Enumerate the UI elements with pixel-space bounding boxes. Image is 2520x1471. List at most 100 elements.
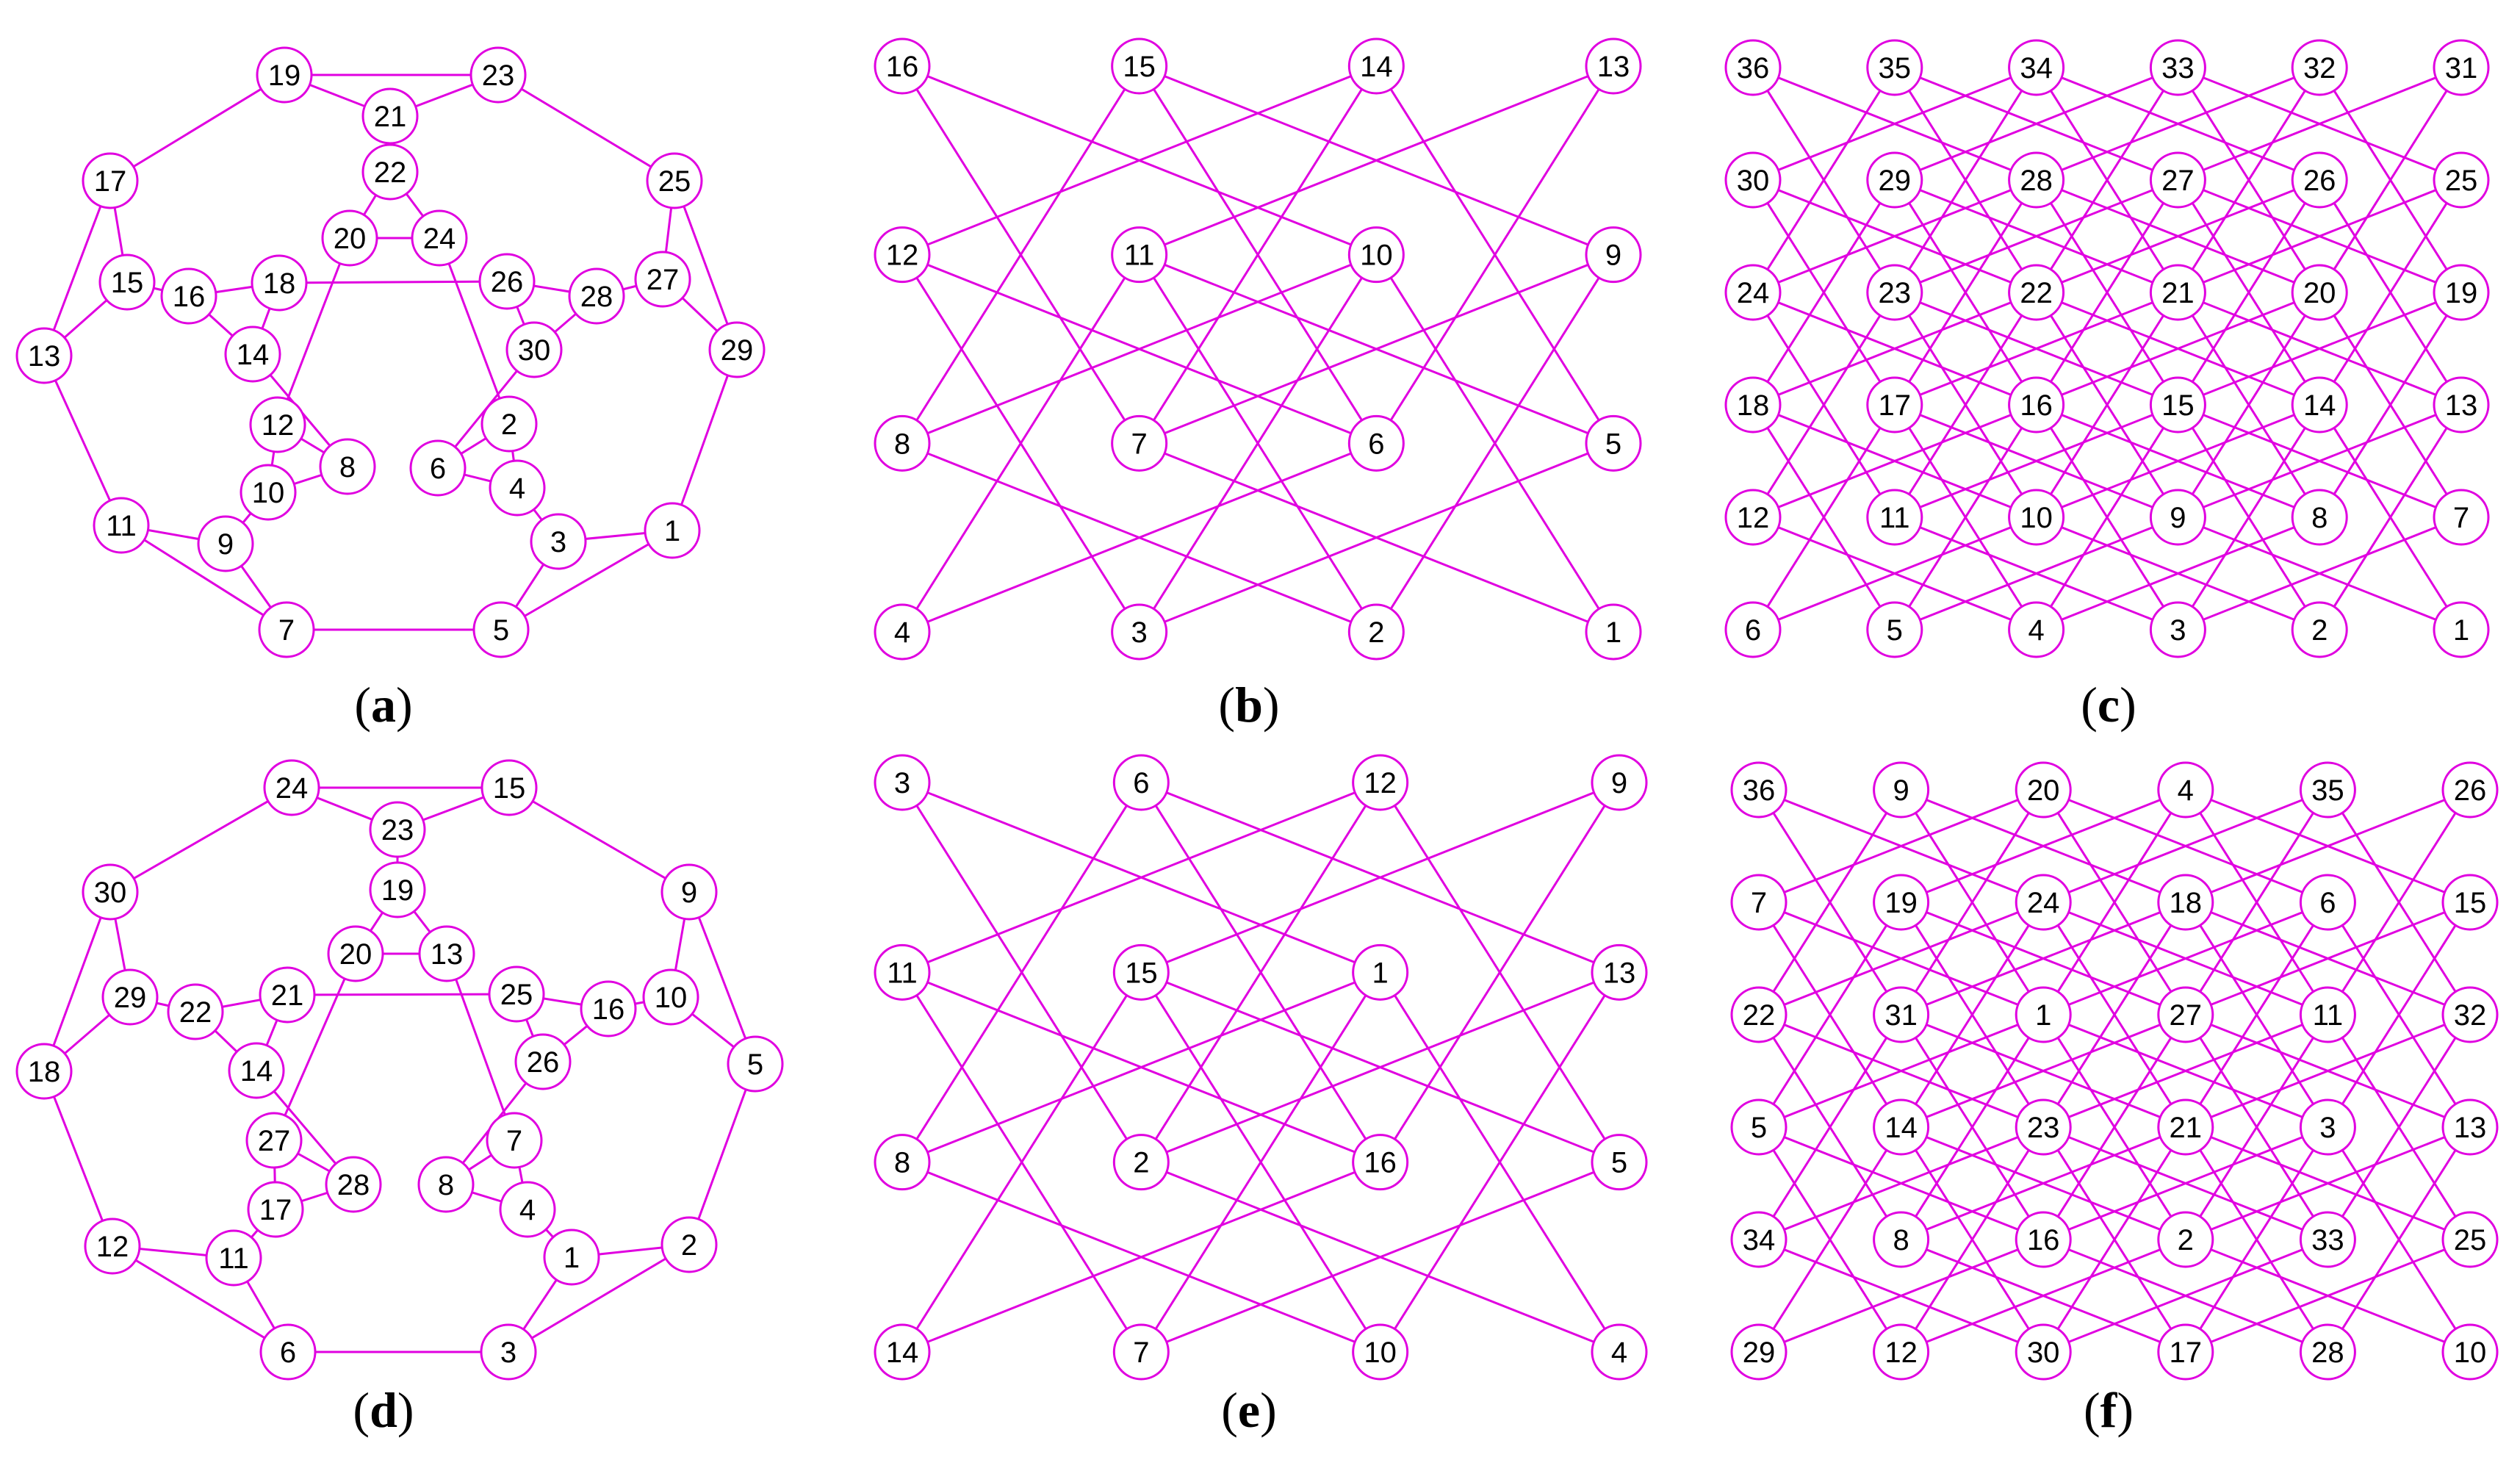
node-circle xyxy=(2291,39,2348,96)
edge-13-11 xyxy=(1139,65,1614,256)
node-20: 20 xyxy=(321,209,378,267)
node-4: 4 xyxy=(2157,761,2214,819)
node-28: 28 xyxy=(2008,151,2065,209)
edge-21-30 xyxy=(2042,1126,2187,1353)
node-label: 36 xyxy=(1737,52,1770,84)
node-label: 12 xyxy=(1364,767,1397,799)
node-label: 17 xyxy=(259,1194,292,1226)
node-label: 24 xyxy=(276,772,309,805)
node-label: 19 xyxy=(268,60,301,92)
edge-29-1 xyxy=(671,349,738,531)
node-circle xyxy=(1591,754,1648,811)
edge-28-24 xyxy=(1752,179,2037,294)
node-15: 15 xyxy=(2149,376,2206,434)
node-circle xyxy=(2149,39,2206,96)
node-circle xyxy=(2441,1098,2499,1156)
node-circle xyxy=(727,1035,784,1093)
node-label: 20 xyxy=(339,938,372,971)
node-22: 22 xyxy=(361,143,419,201)
node-label: 22 xyxy=(179,996,212,1029)
node-22: 22 xyxy=(1730,986,1788,1043)
node-7: 7 xyxy=(1111,414,1168,472)
edge-25-23 xyxy=(497,73,675,182)
node-label: 18 xyxy=(2170,887,2203,919)
node-label: 13 xyxy=(431,938,464,971)
node-circle xyxy=(2433,151,2490,209)
node-circle xyxy=(499,1181,556,1238)
node-label: 19 xyxy=(381,874,414,907)
node-label: 3 xyxy=(2170,614,2186,647)
edge-22-11 xyxy=(1893,292,2037,518)
node-label: 23 xyxy=(1879,277,1912,309)
node-circle xyxy=(2157,874,2214,931)
node-circle xyxy=(1585,37,1642,95)
node-circle xyxy=(167,983,224,1040)
edge-13-9 xyxy=(2177,403,2462,519)
edge-5-2 xyxy=(688,1063,757,1245)
node-circle xyxy=(2157,761,2214,819)
node-label: 7 xyxy=(278,614,295,647)
node-26: 26 xyxy=(478,253,536,310)
node-26: 26 xyxy=(514,1033,572,1090)
node-label: 34 xyxy=(1743,1224,1776,1256)
node-circle xyxy=(82,863,139,921)
edge-11-7 xyxy=(120,524,287,631)
node-label: 22 xyxy=(1743,999,1776,1032)
node-circle xyxy=(2291,601,2348,658)
node-circle xyxy=(15,1043,73,1100)
node-label: 26 xyxy=(491,266,524,298)
node-circle xyxy=(1866,376,1923,434)
edge-35-27 xyxy=(2184,789,2329,1015)
edge-5-7 xyxy=(1140,1161,1620,1353)
node-3: 3 xyxy=(1111,603,1168,661)
node-label: 8 xyxy=(1893,1224,1909,1256)
node-12: 12 xyxy=(1873,1323,1930,1381)
caption-c: (c) xyxy=(2081,677,2136,733)
node-circle xyxy=(2149,151,2206,209)
node-circle xyxy=(1724,264,1782,321)
edge-15-14 xyxy=(901,971,1142,1353)
node-label: 24 xyxy=(423,223,456,255)
node-label: 23 xyxy=(2027,1112,2060,1144)
node-circle xyxy=(2299,1211,2356,1268)
edge-9-16 xyxy=(1379,782,1621,1163)
edge-3-17 xyxy=(2184,1126,2329,1353)
node-label: 10 xyxy=(1360,240,1393,272)
node-circle xyxy=(2157,1098,2214,1156)
node-circle xyxy=(660,863,718,921)
node-18: 18 xyxy=(15,1043,73,1100)
edge-11-2 xyxy=(2184,1014,2329,1240)
node-label: 22 xyxy=(2020,277,2053,309)
node-circle xyxy=(1866,489,1923,546)
node-label: 3 xyxy=(500,1337,516,1369)
node-17: 17 xyxy=(2157,1323,2214,1381)
node-label: 29 xyxy=(114,982,147,1014)
node-circle xyxy=(2433,264,2490,321)
node-label: 30 xyxy=(2027,1337,2060,1369)
node-24: 24 xyxy=(411,209,468,267)
node-label: 7 xyxy=(2453,502,2469,534)
node-label: 1 xyxy=(2453,614,2469,647)
node-9: 9 xyxy=(1873,761,1930,819)
edge-32-33 xyxy=(2327,1014,2472,1240)
node-circle xyxy=(160,267,217,325)
edge-10-3 xyxy=(1138,253,1378,633)
node-20: 20 xyxy=(2015,761,2072,819)
node-label: 4 xyxy=(509,472,525,505)
node-label: 29 xyxy=(721,334,754,367)
node-label: 5 xyxy=(1611,1147,1627,1179)
node-12: 12 xyxy=(249,396,306,453)
node-circle xyxy=(2149,376,2206,434)
node-circle xyxy=(1730,761,1788,819)
edge-26-18 xyxy=(2185,788,2471,904)
node-14: 14 xyxy=(224,326,281,383)
node-6: 6 xyxy=(259,1323,317,1381)
edge-7-3 xyxy=(2177,516,2462,631)
node-label: 31 xyxy=(1884,999,1918,1032)
node-circle xyxy=(2299,874,2356,931)
node-1: 1 xyxy=(1352,943,1409,1001)
edge-34-23 xyxy=(1893,67,2037,293)
node-label: 3 xyxy=(894,767,910,799)
